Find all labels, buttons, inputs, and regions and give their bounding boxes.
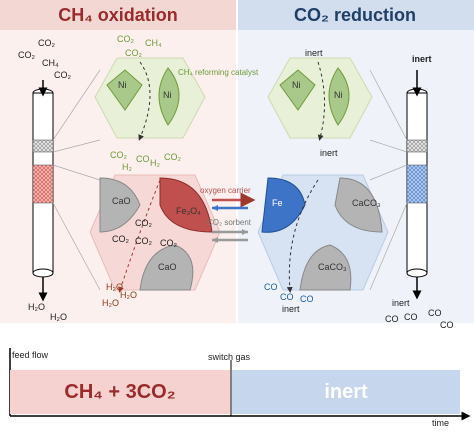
left-catalyst-hexagon: [94, 57, 206, 141]
left-carrier-out-h2o-2: H₂O: [120, 290, 137, 300]
time-label: time: [432, 418, 450, 428]
left-guide-lines: [52, 69, 101, 291]
left-feed-ch4: CH₄: [42, 58, 59, 68]
ch4-catalyst-label: CH₄ reforming catalyst: [178, 68, 259, 77]
left-carrier-hexagon: [89, 174, 221, 293]
left-carrier-co2-1: CO₂: [135, 218, 152, 228]
feed-ch4-co2-bar: CH₄ + 3CO₂: [10, 370, 230, 414]
right-caco3-1: CaCO₃: [352, 198, 381, 208]
right-reactor: [406, 70, 428, 300]
right-carrier-hexagon: [257, 174, 389, 293]
switch-gas-label: switch gas: [208, 352, 251, 362]
reform-in-ch4: CH₄: [145, 38, 162, 48]
right-out-co-3: CO: [300, 294, 314, 304]
left-carrier-co2-4: CO₂: [160, 238, 177, 248]
left-carrier-co2-3: CO₂: [135, 236, 152, 246]
co2-sorbent-arrows: [212, 229, 248, 243]
right-outlet-inert: inert: [392, 298, 410, 308]
reform-in-co2-1: CO₂: [117, 34, 134, 44]
left-outlet-h2o-2: H₂O: [50, 312, 67, 322]
oxygen-carrier-arrows: [212, 192, 256, 211]
ch4-oxidation-header: CH₄ oxidation: [0, 0, 236, 30]
divider: [236, 0, 238, 323]
right-fe: Fe: [272, 198, 283, 208]
right-ni-1: Ni: [292, 80, 301, 90]
reform-out-h2-2: H₂: [150, 158, 160, 168]
right-outlet-co-1: CO: [404, 312, 418, 322]
right-catalyst-hexagon: [267, 57, 373, 141]
reform-in-co2-2: CO₂: [125, 48, 142, 58]
left-outlet-h2o-1: H₂O: [28, 302, 45, 312]
right-inert-in: inert: [305, 48, 323, 58]
reform-out-co: CO: [136, 154, 150, 164]
left-ni-2: Ni: [163, 90, 172, 100]
oxygen-carrier-label: oxygen carrier: [200, 186, 251, 195]
reform-out-co2-1: CO₂: [110, 150, 127, 160]
right-caco3-2: CaCO₃: [318, 262, 347, 272]
left-feed-co2-1: CO₂: [38, 38, 55, 48]
right-inert-mid: inert: [320, 148, 338, 158]
right-out-inert: inert: [282, 304, 300, 314]
left-carrier-out-h2o-1: H₂O: [106, 282, 123, 292]
feed-inert-bar: inert: [232, 370, 460, 414]
reform-out-co2-2: CO₂: [164, 152, 181, 162]
right-out-co-1: CO: [264, 282, 278, 292]
right-ni-2: Ni: [334, 90, 343, 100]
left-reactor: [32, 80, 54, 302]
left-feed-co2-2: CO₂: [18, 50, 35, 60]
right-out-co-2: CO: [280, 292, 294, 302]
right-outlet-co-3: CO: [385, 314, 399, 324]
left-feed-co2-3: CO₂: [54, 70, 71, 80]
left-carrier-co2-2: CO₂: [112, 234, 129, 244]
right-feed-inert: inert: [412, 54, 432, 64]
left-ni-1: Ni: [118, 80, 127, 90]
right-outlet-co-2: CO: [428, 308, 442, 318]
co2-sorbent-label: CO₂ sorbent: [207, 218, 252, 227]
reform-out-h2-1: H₂: [122, 162, 132, 172]
right-outlet-co-4: CO: [440, 320, 454, 330]
left-cao-2: CaO: [158, 262, 177, 272]
left-cao-1: CaO: [112, 196, 131, 206]
right-guide-lines: [369, 69, 408, 291]
feed-flow-label: feed flow: [12, 350, 49, 360]
left-fe3o4: Fe₃O₄: [176, 206, 201, 216]
left-carrier-out-h2o-3: H₂O: [102, 298, 119, 308]
co2-reduction-header: CO₂ reduction: [236, 0, 474, 30]
